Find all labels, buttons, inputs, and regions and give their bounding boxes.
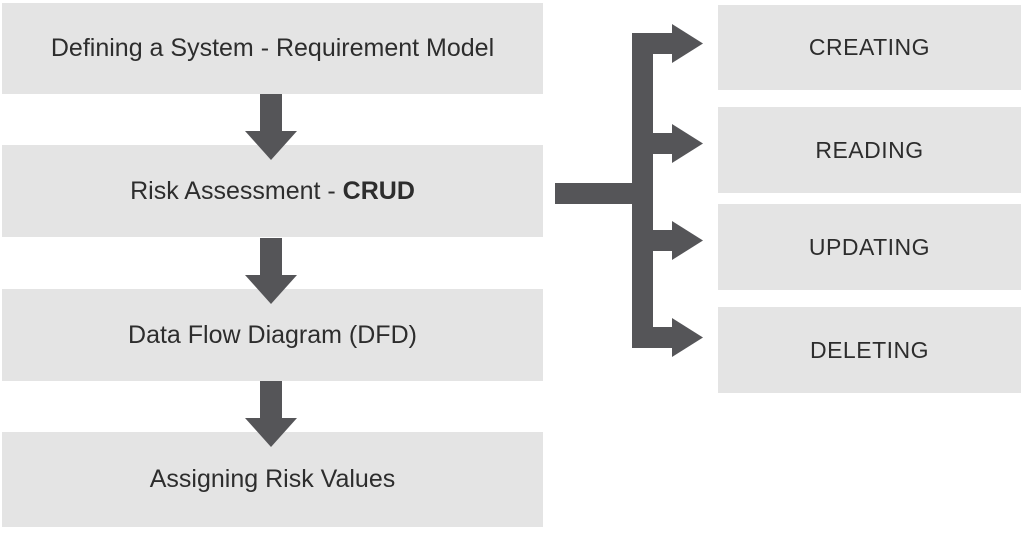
operation-box-reading: READING: [718, 107, 1021, 193]
down-arrow-head: [245, 418, 297, 447]
arrow-to-updating-icon: [650, 221, 703, 260]
step-label-data-flow-diagram: Data Flow Diagram (DFD): [128, 320, 417, 349]
operation-label-updating: UPDATING: [808, 233, 931, 260]
step-box-assigning-risk-values: Assigning Risk Values: [2, 432, 543, 527]
down-arrow-shaft: [260, 238, 282, 275]
operation-box-deleting: DELETING: [718, 307, 1021, 393]
down-arrow-icon-3: [245, 381, 297, 447]
step-label-assigning-risk-values: Assigning Risk Values: [149, 465, 396, 493]
connector-feeder-bar: [555, 183, 653, 204]
crud-branch-connector: [555, 24, 703, 357]
down-arrow-shaft: [260, 94, 282, 131]
step-label-risk-assessment-prefix: Risk Assessment -: [130, 176, 343, 205]
down-arrow-head: [245, 275, 297, 304]
operation-label-creating: CREATING: [808, 34, 931, 60]
step-label-crud-bold: CRUD: [342, 176, 415, 205]
operation-label-deleting: DELETING: [809, 336, 930, 363]
operation-box-creating: CREATING: [718, 5, 1021, 90]
step-box-defining-system: Defining a System - Requirement Model: [2, 3, 543, 94]
step-label-risk-assessment: Risk Assessment - CRUD: [130, 177, 415, 206]
operation-box-updating: UPDATING: [718, 204, 1021, 290]
operation-label-reading: READING: [815, 136, 924, 163]
connector-trunk: [632, 33, 653, 348]
down-arrow-head: [245, 131, 297, 160]
arrow-to-creating-icon: [632, 24, 703, 63]
down-arrow-icon-1: [245, 94, 297, 160]
arrow-to-reading-icon: [650, 124, 703, 163]
step-box-risk-assessment: Risk Assessment - CRUD: [2, 145, 543, 237]
down-arrow-shaft: [260, 381, 282, 418]
arrow-to-deleting-icon: [632, 318, 703, 357]
step-label-defining-system: Defining a System - Requirement Model: [50, 34, 495, 62]
step-box-data-flow-diagram: Data Flow Diagram (DFD): [2, 289, 543, 381]
down-arrow-icon-2: [245, 238, 297, 304]
